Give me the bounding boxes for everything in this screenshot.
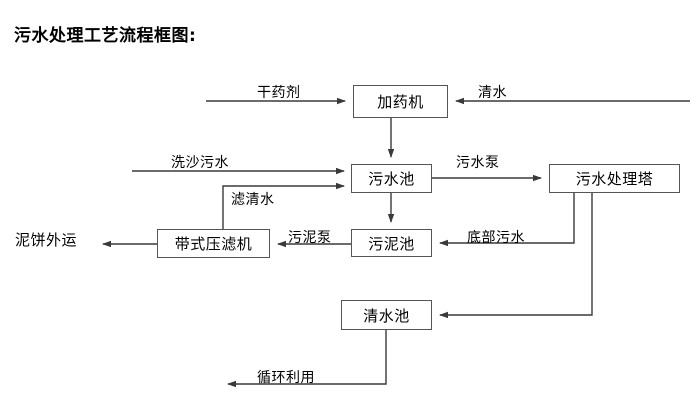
edge-filtrate-to-wastewater [222,182,345,229]
edge-label-recycle-use: 循环利用 [257,370,315,386]
node-clearwater-pool[interactable]: 清水池 [341,300,432,330]
node-treatment-tower[interactable]: 污水处理塔 [549,164,680,193]
node-sludge-pool[interactable]: 污泥池 [351,229,432,257]
edge-clearwater-to-recycle [227,330,387,388]
edge-label-sand-wash-sewage: 洗沙污水 [171,155,229,171]
terminal-label-mud-cake-export: 泥饼外运 [15,231,78,249]
node-label: 污水处理塔 [575,170,654,188]
edge-label-filtrate: 滤清水 [231,192,275,208]
node-dosing-machine[interactable]: 加药机 [353,85,448,118]
edge-label-clean-water: 清水 [478,85,507,101]
edge-label-bottom-sewage: 底部污水 [467,230,525,246]
edge-tower-to-clearwater [439,193,593,319]
node-label: 污水池 [368,170,415,188]
node-belt-filter-press[interactable]: 带式压滤机 [157,229,270,258]
page-title: 污水处理工艺流程框图: [14,26,197,46]
edge-label-sludge-pump: 污泥泵 [288,230,332,246]
node-label: 加药机 [377,93,424,111]
edge-tower-to-sludge [439,193,575,247]
edge-label-sewage-pump: 污水泵 [456,155,500,171]
node-label: 带式压滤机 [174,235,253,253]
node-label: 清水池 [363,306,410,325]
node-wastewater-pool[interactable]: 污水池 [351,164,432,193]
node-label: 污泥池 [368,234,415,253]
edge-label-dry-agent: 干药剂 [257,85,301,101]
